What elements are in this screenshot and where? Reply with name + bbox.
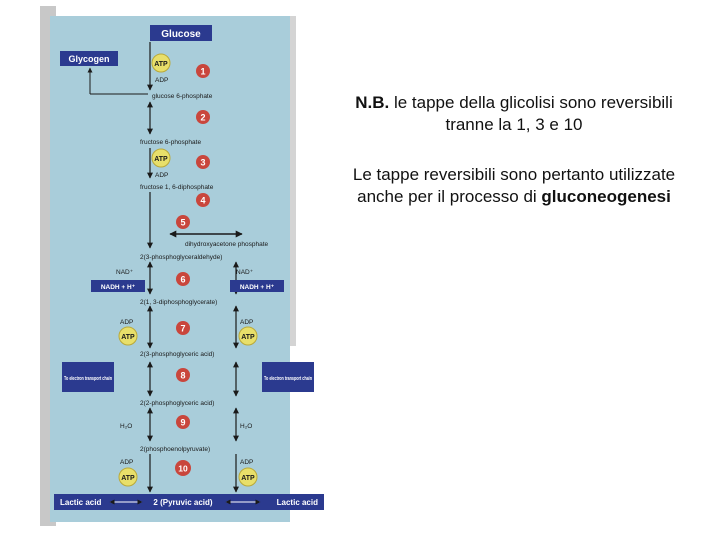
svg-text:ATP: ATP	[121, 475, 135, 482]
lactic-acid-left: Lactic acid	[60, 498, 101, 507]
svg-text:4: 4	[200, 196, 205, 206]
water-left: H₂O	[120, 423, 132, 430]
step-4-circle: 4	[196, 193, 210, 207]
dihydroxyacetone-phosphate: dihydroxyacetone phosphate	[185, 241, 269, 248]
step-6-circle: 6	[176, 272, 190, 286]
svg-text:ATP: ATP	[154, 61, 168, 68]
adp-right-7: ADP	[240, 319, 253, 326]
step-2-circle: 2	[196, 110, 210, 124]
fructose-6-phosphate: fructose 6-phosphate	[140, 139, 201, 146]
bottom-bar	[54, 494, 324, 510]
adp-left-10: ADP	[120, 459, 133, 466]
nb-label: N.B.	[355, 93, 390, 112]
step-8-circle: 8	[176, 368, 190, 382]
lactic-acid-right: Lactic acid	[277, 498, 318, 507]
step-7-circle: 7	[176, 321, 190, 335]
notes-panel: N.B. le tappe della glicolisi sono rever…	[352, 92, 676, 236]
electron-chain-right-label: To electron transport chain	[264, 376, 312, 382]
atp-star-1: ATP	[151, 53, 171, 73]
step-3-circle: 3	[196, 155, 210, 169]
electron-chain-left	[62, 362, 114, 392]
nad-left: NAD⁺	[116, 269, 134, 276]
step-1-circle: 1	[196, 64, 210, 78]
atp-star-left-7: ATP	[118, 326, 138, 346]
pyruvic-acid: 2 (Pyruvic acid)	[153, 498, 212, 507]
svg-text:1: 1	[200, 67, 205, 77]
phosphoenolpyruvate: 2(phosphoenolpyruvate)	[140, 446, 210, 453]
gluconeogenesis-term: gluconeogenesi	[541, 187, 671, 206]
adp-label-1: ADP	[155, 77, 168, 84]
glycogen-label: Glycogen	[68, 54, 109, 64]
atp-star-3: ATP	[151, 148, 171, 168]
fructose-diphosphate: fructose 1, 6-diphosphate	[140, 184, 214, 191]
step-10-circle: 10	[175, 460, 191, 476]
nb-note: N.B. le tappe della glicolisi sono rever…	[352, 92, 676, 136]
glycogen-box	[60, 51, 118, 66]
3-phosphoglyceric-acid: 2(3-phosphoglyceric acid)	[140, 351, 214, 358]
glycolysis-diagram: Glucose Glycogen 1 2 3 4 5 6 7 8 9 10 AT…	[40, 6, 324, 526]
svg-text:10: 10	[178, 464, 188, 474]
svg-text:ATP: ATP	[121, 334, 135, 341]
glucose-label: Glucose	[161, 29, 201, 40]
phosphoglyceraldehyde: 2(3-phosphoglyceraldehyde)	[140, 254, 222, 261]
svg-text:ATP: ATP	[154, 156, 168, 163]
svg-text:ATP: ATP	[241, 475, 255, 482]
2-phosphoglyceric-acid: 2(2-phosphoglyceric acid)	[140, 400, 214, 407]
step-5-circle: 5	[176, 215, 190, 229]
electron-chain-right	[262, 362, 314, 392]
nadh-box-right	[230, 280, 284, 292]
diphosphoglycerate: 2(1, 3-diphosphoglycerate)	[140, 299, 217, 306]
nb-text: le tappe della glicolisi sono reversibil…	[389, 93, 673, 134]
svg-text:9: 9	[180, 418, 185, 428]
svg-text:5: 5	[180, 218, 185, 228]
svg-text:6: 6	[180, 275, 185, 285]
adp-left-7: ADP	[120, 319, 133, 326]
water-right: H₂O	[240, 423, 252, 430]
diagram-panel	[50, 16, 290, 522]
svg-text:7: 7	[180, 324, 185, 334]
nad-right: NAD⁺	[236, 269, 254, 276]
nadh-box-left	[91, 280, 145, 292]
svg-text:ATP: ATP	[241, 334, 255, 341]
reversible-text: Le tappe reversibili sono pertanto utili…	[352, 165, 676, 206]
atp-star-right-10: ATP	[238, 467, 258, 487]
svg-text:8: 8	[180, 371, 185, 381]
panel-shadow-right	[290, 16, 296, 346]
electron-chain-left-label: To electron transport chain	[64, 376, 112, 382]
adp-label-3: ADP	[155, 172, 168, 179]
atp-star-left-10: ATP	[118, 467, 138, 487]
step-9-circle: 9	[176, 415, 190, 429]
glucose-6-phosphate: glucose 6-phosphate	[152, 93, 213, 100]
adp-right-10: ADP	[240, 459, 253, 466]
nadh-label-left: NADH + H⁺	[101, 284, 136, 291]
glucose-box	[150, 25, 212, 41]
svg-text:3: 3	[200, 158, 205, 168]
reversible-note: Le tappe reversibili sono pertanto utili…	[352, 164, 676, 208]
atp-star-right-7: ATP	[238, 326, 258, 346]
svg-text:2: 2	[200, 113, 205, 123]
nadh-label-right: NADH + H⁺	[240, 284, 275, 291]
